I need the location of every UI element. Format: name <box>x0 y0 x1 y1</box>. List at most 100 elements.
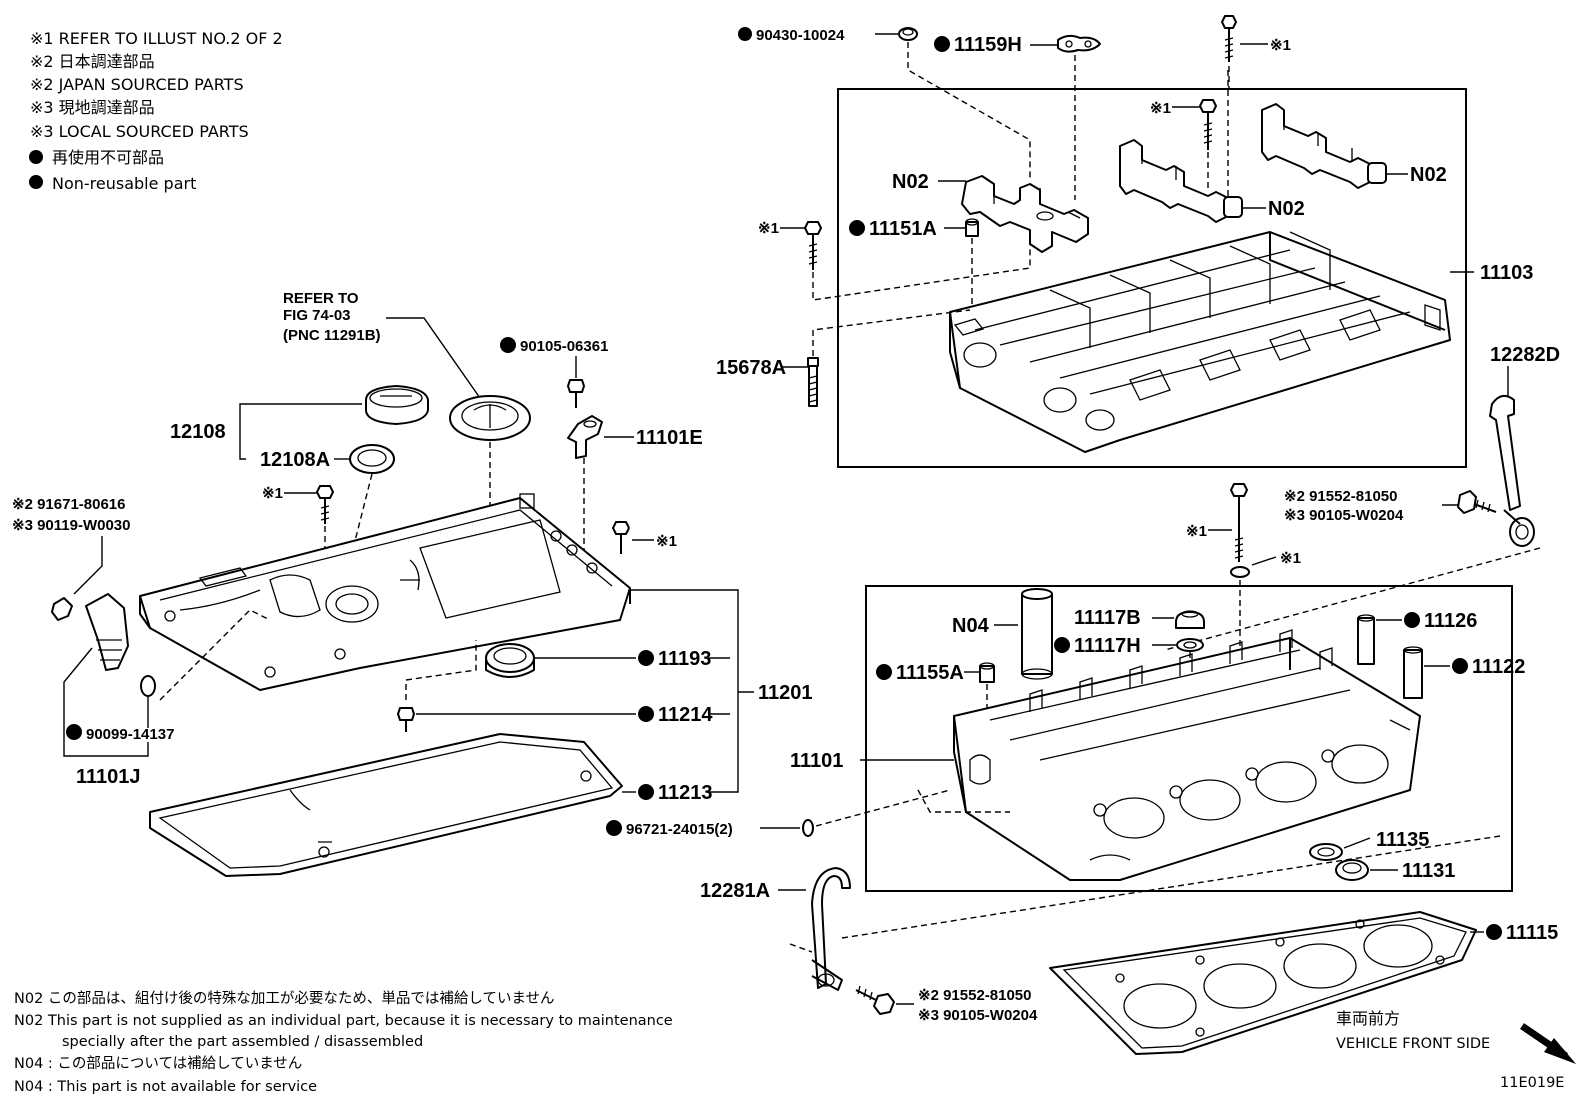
vehicle-front-side-indicator: 車両前方 VEHICLE FRONT SIDE 11E019E <box>1336 1009 1576 1091</box>
bolt-90105-06361[interactable]: 90105-06361 <box>500 337 608 408</box>
non-reusable-dot-icon <box>1404 612 1420 628</box>
part-label: N02 <box>1410 164 1447 186</box>
note-3: ※2 JAPAN SOURCED PARTS <box>30 75 244 94</box>
part-label: 90105-06361 <box>520 338 608 355</box>
note-6: 再使用不可部品 <box>52 148 164 167</box>
part-label: 12108 <box>170 421 226 443</box>
bolt-note1-long[interactable]: ※1 <box>1186 483 1248 562</box>
part-90430-10024[interactable]: 90430-10024 <box>738 27 918 44</box>
part-15678A[interactable]: 15678A <box>716 357 819 407</box>
bolt-note1-top[interactable]: ※1 <box>1221 15 1291 62</box>
part-N04[interactable]: N04 <box>952 588 1053 680</box>
illustration-code: 11E019E <box>1500 1075 1564 1091</box>
note-ref: ※1 <box>656 533 677 550</box>
bolt-note1-c[interactable]: ※1 <box>262 485 334 524</box>
part-label: 15678A <box>716 357 786 379</box>
part-label: 11103 <box>1480 262 1533 284</box>
seal-11131[interactable]: 11131 <box>1335 859 1455 882</box>
oil-filler-cap-12108[interactable]: 12108 <box>170 385 429 460</box>
note-ref: ※1 <box>1150 100 1171 117</box>
cylinder-head-11101[interactable] <box>860 629 1421 881</box>
part-label: N02 <box>1268 198 1305 220</box>
refer-to-fig-74-03[interactable]: REFER TO FIG 74-03 (PNC 11291B) <box>283 290 481 399</box>
washer-note1[interactable]: ※1 <box>1230 550 1301 578</box>
part-label-11101: 11101 <box>790 750 843 772</box>
legend-notes: ※1 REFER TO ILLUST NO.2 OF 2 ※2 日本調達部品 ※… <box>29 29 283 193</box>
gasket-11213[interactable]: 11213 <box>149 733 713 877</box>
part-label: 12108A <box>260 449 330 471</box>
part-11117H[interactable]: 11117H <box>1054 635 1204 657</box>
camshaft-housing-frame <box>837 88 1467 468</box>
camshaft-cap-N02-a[interactable]: N02 <box>892 171 1089 253</box>
note-ref: ※1 <box>758 220 779 237</box>
oil-control-valve[interactable]: ※2 91671-80616 ※3 90119-W0030 90099-1413… <box>12 496 174 788</box>
cam-sensor-11101E[interactable]: 11101E <box>567 415 703 459</box>
part-96721-24015[interactable]: 96721-24015(2) <box>606 819 814 838</box>
part-label: N02 <box>892 171 929 193</box>
non-reusable-dot-icon <box>638 650 654 666</box>
part-11155A[interactable]: 11155A <box>876 662 995 684</box>
note-4: ※3 現地調達部品 <box>30 98 155 117</box>
non-reusable-dot-icon <box>1486 924 1502 940</box>
bolt-91552-top[interactable]: ※2 91552-81050 ※3 90105-W0204 <box>1284 488 1497 524</box>
part-label: 11213 <box>658 782 713 804</box>
camshaft-housing-11103[interactable]: 11103 <box>949 231 1533 453</box>
refer-line-1: REFER TO <box>283 290 359 307</box>
part-label: 11193 <box>658 648 711 670</box>
part-label: N04 <box>952 615 990 637</box>
part-11159H[interactable]: 11159H <box>934 34 1101 56</box>
bolt-11214[interactable]: 11214 <box>397 704 713 732</box>
part-label: 11101J <box>76 766 141 788</box>
non-reusable-dot-icon <box>66 724 82 740</box>
note-1: ※1 REFER TO ILLUST NO.2 OF 2 <box>30 29 283 48</box>
note-2: ※2 日本調達部品 <box>30 52 155 71</box>
part-11117B[interactable]: 11117B <box>1074 607 1205 629</box>
part-label: 11122 <box>1472 656 1525 678</box>
part-label: 11135 <box>1376 829 1429 851</box>
note-ref: ※1 <box>262 485 283 502</box>
note-ref: ※1 <box>1186 523 1207 540</box>
camshaft-cap-N02-b[interactable]: N02 <box>1119 139 1305 223</box>
non-reusable-dot-icon <box>849 220 865 236</box>
part-11122[interactable]: 11122 <box>1403 646 1525 699</box>
part-label: ※2 91671-80616 <box>12 496 126 513</box>
footnote-1: N02 この部品は、組付け後の特殊な加工が必要なため、単品では補給していません <box>14 990 555 1007</box>
emblem-cap[interactable] <box>449 395 531 441</box>
non-reusable-dot-icon <box>29 175 43 189</box>
part-label: 11151A <box>869 218 937 240</box>
non-reusable-dot-icon <box>876 664 892 680</box>
gasket-11135[interactable]: 11135 <box>1309 829 1429 861</box>
part-label: ※3 90119-W0030 <box>12 517 130 534</box>
note-7: Non-reusable part <box>52 174 196 193</box>
part-label: ※2 91552-81050 <box>918 987 1032 1004</box>
engine-hanger-12281A[interactable]: 12281A <box>700 867 851 991</box>
part-label: ※2 91552-81050 <box>1284 488 1398 505</box>
part-label: 12282D <box>1490 344 1560 366</box>
head-gasket-11115[interactable]: 11115 <box>1049 911 1558 1055</box>
non-reusable-dot-icon <box>29 150 43 164</box>
bolt-note1-d[interactable]: ※1 <box>612 521 677 554</box>
non-reusable-dot-icon <box>606 820 622 836</box>
part-label-11201: 11201 <box>758 682 813 704</box>
footnote-2: N02 This part is not supplied as an indi… <box>14 1013 673 1029</box>
part-label: ※3 90105-W0204 <box>1284 507 1404 524</box>
cylinder-head-cover[interactable] <box>139 493 730 691</box>
part-label: 90430-10024 <box>756 27 845 44</box>
part-12282D[interactable]: 12282D <box>1489 344 1560 547</box>
bolt-91552-bottom[interactable]: ※2 91552-81050 ※3 90105-W0204 <box>855 985 1038 1024</box>
part-label: ※3 90105-W0204 <box>918 1007 1038 1024</box>
bolt-note1-a[interactable]: ※1 <box>1150 99 1217 150</box>
part-label: 11117H <box>1074 635 1141 657</box>
bolt-note1-b[interactable]: ※1 <box>758 220 822 270</box>
part-11126[interactable]: 11126 <box>1357 610 1477 665</box>
seal-11193[interactable]: 11193 <box>485 643 711 678</box>
part-label: 11117B <box>1074 607 1141 629</box>
cylinder-head-frame <box>865 585 1513 892</box>
part-label: 11155A <box>896 662 964 684</box>
camshaft-cap-N02-c[interactable]: N02 <box>1261 103 1447 189</box>
gasket-12108A[interactable]: 12108A <box>260 444 395 474</box>
part-11151A[interactable]: 11151A <box>849 218 979 240</box>
footnote-5: N04 : This part is not available for ser… <box>14 1079 317 1095</box>
